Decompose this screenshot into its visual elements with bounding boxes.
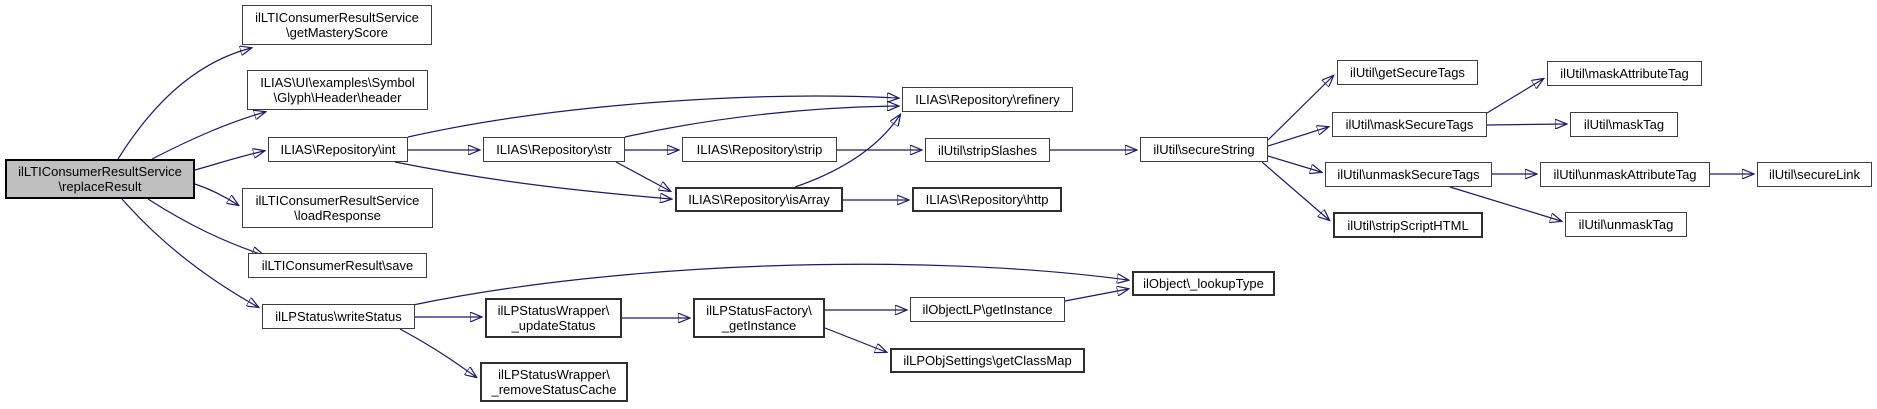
edge-securestring-getsecuretags — [1267, 76, 1333, 141]
node-repository-int[interactable]: ILIAS\Repository\int — [268, 137, 408, 162]
node-repository-http[interactable]: ILIAS\Repository\http — [912, 187, 1062, 212]
edge-int-refinery — [407, 96, 898, 138]
edge-masksecuretags-maskattributetag — [1486, 79, 1543, 114]
node-get-secure-tags[interactable]: ilUtil\getSecureTags — [1337, 60, 1478, 85]
node-objectlp-get-instance[interactable]: ilObjectLP\getInstance — [910, 297, 1065, 322]
edge-replaceresult-save — [147, 198, 263, 255]
node-secure-link[interactable]: ilUtil\secureLink — [1757, 162, 1872, 187]
node-mask-attribute-tag[interactable]: ilUtil\maskAttributeTag — [1547, 61, 1702, 86]
node-secure-string[interactable]: ilUtil\secureString — [1140, 137, 1268, 162]
edge-str-isarray — [615, 161, 670, 191]
edge-unmasksecuretags-unmasktag — [1449, 186, 1561, 221]
edge-securestring-stripscripthtml — [1261, 161, 1329, 220]
node-load-response[interactable]: ilLTIConsumerResultService \loadResponse — [242, 188, 433, 228]
node-strip-slashes[interactable]: ilUtil\stripSlashes — [925, 138, 1050, 162]
edge-isarray-refinery — [794, 115, 900, 188]
node-strip-script-html[interactable]: ilUtil\stripScriptHTML — [1333, 212, 1483, 238]
edge-replaceresult-int — [194, 151, 264, 171]
edge-securestring-unmasksecuretags — [1267, 155, 1321, 172]
edge-replaceresult-writestatus — [121, 198, 258, 307]
edge-replaceresult-loadresponse — [194, 183, 238, 205]
node-unmask-tag[interactable]: ilUtil\unmaskTag — [1565, 212, 1687, 237]
node-remove-status-cache[interactable]: ilLPStatusWrapper\ _removeStatusCache — [480, 362, 628, 402]
node-repository-is-array[interactable]: ILIAS\Repository\isArray — [675, 187, 843, 212]
edge-factorygetinstance-getclassmap — [824, 327, 886, 352]
node-mask-tag[interactable]: ilUtil\maskTag — [1570, 112, 1678, 137]
node-result-save[interactable]: ilLTIConsumerResult\save — [248, 253, 427, 278]
node-unmask-attribute-tag[interactable]: ilUtil\unmaskAttributeTag — [1540, 162, 1710, 187]
node-repository-strip[interactable]: ILIAS\Repository\strip — [682, 137, 837, 162]
edge-replaceresult-getmasteryscore — [117, 48, 251, 160]
node-status-factory-get-instance[interactable]: ilLPStatusFactory\ _getInstance — [693, 298, 825, 338]
edge-writestatus-lookuptype — [412, 263, 1128, 306]
node-glyph-header[interactable]: ILIAS\UI\examples\Symbol \Glyph\Header\h… — [247, 70, 428, 110]
node-replace-result: ilLTIConsumerResultService \replaceResul… — [5, 159, 195, 199]
edge-replaceresult-header — [151, 112, 265, 160]
node-get-mastery-score[interactable]: ilLTIConsumerResultService \getMasterySc… — [242, 5, 432, 45]
edge-int-isarray — [394, 161, 671, 199]
node-repository-refinery[interactable]: ILIAS\Repository\refinery — [902, 87, 1073, 112]
node-get-class-map[interactable]: ilLPObjSettings\getClassMap — [890, 348, 1085, 373]
edge-securestring-masksecuretags — [1267, 127, 1328, 147]
edge-masksecuretags-masktag — [1486, 124, 1566, 125]
node-unmask-secure-tags[interactable]: ilUtil\unmaskSecureTags — [1325, 162, 1492, 187]
node-repository-str[interactable]: ILIAS\Repository\str — [483, 137, 625, 162]
edge-writestatus-removestatuscache — [399, 328, 476, 377]
edge-objlpgetinstance-lookuptype — [1064, 289, 1128, 302]
node-lookup-type[interactable]: ilObject\_lookupType — [1132, 271, 1275, 296]
node-write-status[interactable]: ilLPStatus\writeStatus — [262, 304, 415, 329]
node-update-status[interactable]: ilLPStatusWrapper\ _updateStatus — [485, 298, 622, 338]
edge-str-refinery — [624, 106, 898, 138]
node-mask-secure-tags[interactable]: ilUtil\maskSecureTags — [1332, 112, 1487, 137]
